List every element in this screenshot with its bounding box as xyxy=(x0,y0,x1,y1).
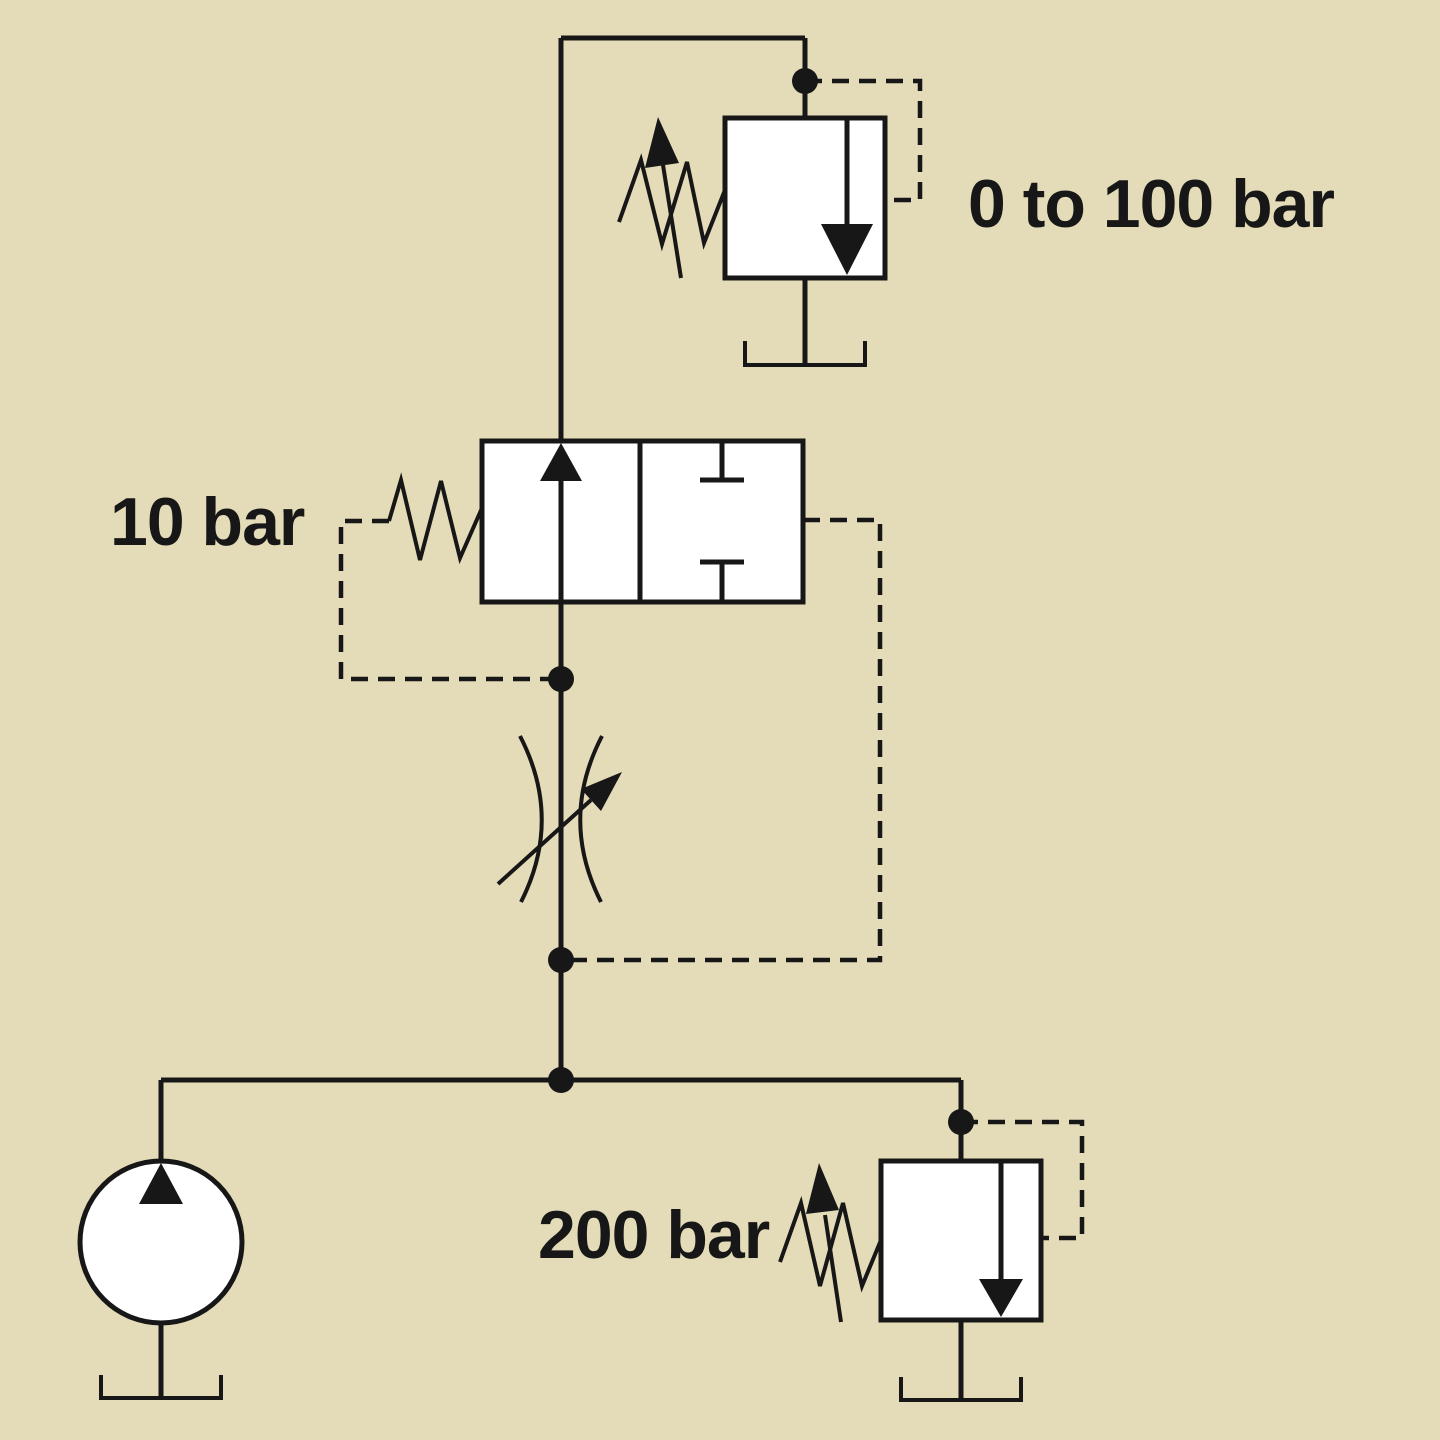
adjust-arrow-icon xyxy=(806,1163,839,1214)
junction-dot xyxy=(948,1109,974,1135)
pump-body xyxy=(77,1158,245,1326)
tank-icon xyxy=(899,1377,1023,1402)
tank-icon xyxy=(99,1375,223,1400)
pilot-lines xyxy=(338,78,1085,1241)
flow-arrow-up-icon xyxy=(540,443,582,481)
tank-icon xyxy=(743,341,867,367)
top-relief-pilot-line xyxy=(805,78,923,203)
main-pressure-relief-valve xyxy=(778,1158,1044,1402)
label-main-relief-setting: 200 bar xyxy=(538,1197,770,1273)
adjust-arrow-shaft xyxy=(823,1214,843,1323)
adjust-arrow-shaft xyxy=(661,164,683,279)
valve-body xyxy=(722,115,888,281)
junction-dot xyxy=(548,947,574,973)
junction-dot xyxy=(792,68,818,94)
spring-icon xyxy=(387,472,484,565)
spring-icon xyxy=(617,153,727,252)
label-remote-relief-setting: 0 to 100 bar xyxy=(968,166,1334,242)
flow-arrow-down-icon xyxy=(979,1279,1023,1317)
pump-flow-triangle-icon xyxy=(139,1163,183,1204)
fixed-displacement-pump xyxy=(77,1158,245,1400)
variable-flow-restrictor xyxy=(496,735,622,903)
orifice-arc-left xyxy=(518,735,544,903)
remote-pressure-relief-valve xyxy=(617,115,888,367)
adjust-arrow-shaft xyxy=(496,798,593,886)
valve-body xyxy=(878,1158,1044,1323)
spring-icon xyxy=(778,1195,883,1293)
junction-dots xyxy=(548,68,974,1135)
flow-arrow-down-icon xyxy=(821,224,873,275)
spring-offset-two-position-valve xyxy=(387,438,806,605)
adjust-arrow-icon xyxy=(645,117,679,168)
orifice-arc-right xyxy=(578,735,604,903)
vent-valve-downstream-pilot-line xyxy=(561,517,883,963)
adjust-arrow-icon xyxy=(581,772,622,811)
label-vent-valve-setting: 10 bar xyxy=(110,484,305,560)
junction-dot xyxy=(548,666,574,692)
junction-dot xyxy=(548,1067,574,1093)
main-relief-pilot-line xyxy=(961,1119,1085,1241)
